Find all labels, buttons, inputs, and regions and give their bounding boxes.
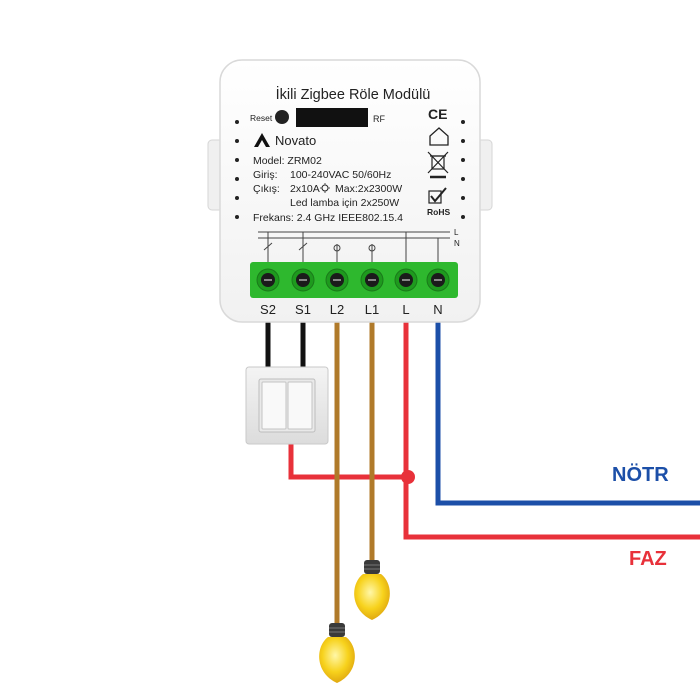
rf-indicator-window bbox=[296, 108, 368, 127]
bus-label-n: N bbox=[454, 239, 460, 248]
triangle-logo bbox=[254, 133, 270, 147]
terminal-screw-l1 bbox=[360, 268, 384, 292]
terminal-label-s2: S2 bbox=[260, 302, 276, 317]
light-bulb-icon bbox=[354, 560, 390, 620]
terminal-label-l: L bbox=[402, 302, 409, 317]
reset-button[interactable] bbox=[275, 110, 289, 124]
terminal-screw-l2 bbox=[325, 268, 349, 292]
relay-module: İkili Zigbee Röle Modülü Reset RF Novato… bbox=[207, 59, 493, 323]
led-line: Led lamba için 2x250W bbox=[290, 197, 399, 209]
house-icon bbox=[429, 127, 449, 146]
terminal-label-l1: L1 bbox=[365, 302, 379, 317]
output-max: Max:2x2300W bbox=[335, 183, 402, 195]
output-value: 2x10A bbox=[290, 183, 320, 195]
phase-wire bbox=[403, 318, 700, 540]
output-label: Çıkış: bbox=[253, 183, 280, 195]
phase-label: FAZ bbox=[629, 548, 667, 570]
input-label: Giriş: bbox=[253, 169, 278, 181]
neutral-label: NÖTR bbox=[612, 463, 669, 486]
terminal-screw-s2 bbox=[256, 268, 280, 292]
checkbox-icon bbox=[428, 187, 447, 204]
light-bulb-icon bbox=[319, 623, 355, 683]
terminal-label-n: N bbox=[433, 302, 442, 317]
input-value: 100-240VAC 50/60Hz bbox=[290, 169, 391, 181]
rohs-mark: RoHS bbox=[427, 207, 450, 217]
module-title: İkili Zigbee Röle Modülü bbox=[276, 85, 431, 103]
ce-mark: CE bbox=[428, 106, 447, 122]
switch-phase-wire bbox=[288, 440, 408, 480]
lamp-icon bbox=[320, 183, 330, 193]
terminal-label-s1: S1 bbox=[295, 302, 311, 317]
neutral-wire bbox=[435, 318, 700, 506]
rf-label: RF bbox=[373, 114, 385, 124]
terminal-screw-s1 bbox=[291, 268, 315, 292]
phase-junction bbox=[401, 470, 415, 484]
reset-label: Reset bbox=[250, 113, 273, 123]
brand-name: Novato bbox=[275, 133, 316, 148]
terminal-screws bbox=[256, 268, 450, 292]
switch-rocker-right[interactable] bbox=[287, 381, 313, 430]
terminal-screw-n bbox=[426, 268, 450, 292]
model-line: Model: ZRM02 bbox=[253, 155, 322, 167]
crossed-bin-icon bbox=[427, 151, 449, 179]
switch-rocker-left[interactable] bbox=[261, 381, 287, 430]
bus-switch-symbols bbox=[263, 242, 376, 252]
terminal-label-l2: L2 bbox=[330, 302, 344, 317]
double-wall-switch[interactable] bbox=[245, 366, 329, 445]
bus-label-l: L bbox=[454, 228, 459, 237]
terminal-screw-l bbox=[394, 268, 418, 292]
frequency-line: Frekans: 2.4 GHz IEEE802.15.4 bbox=[253, 212, 403, 224]
